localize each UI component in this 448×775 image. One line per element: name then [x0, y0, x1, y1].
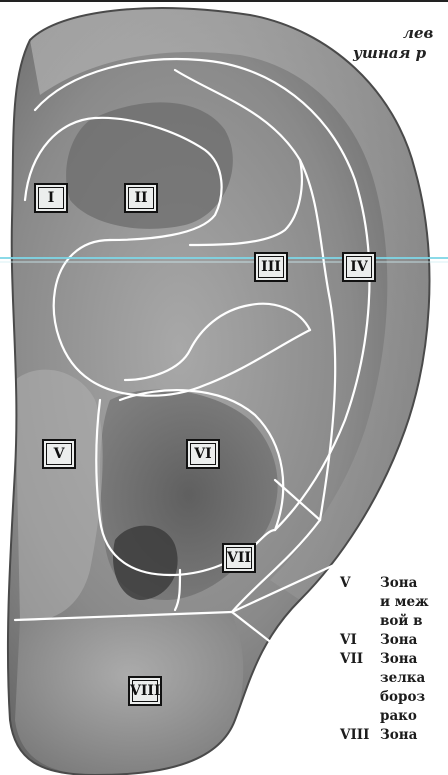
zone-label-viii: VIII: [128, 676, 162, 706]
zone-label-i: I: [34, 183, 68, 213]
zone-label-vi: VI: [186, 439, 220, 469]
legend-item-vi: VI Зона: [340, 631, 429, 650]
zone-label-v: V: [42, 439, 76, 469]
zone-label-vii: VII: [222, 543, 256, 573]
caption-line-2: ушная р: [353, 44, 426, 62]
legend-line: рако: [340, 707, 429, 726]
zone-label-iii: III: [254, 252, 288, 282]
legend-item-v: V Зона: [340, 574, 429, 593]
legend-line: бороз: [340, 688, 429, 707]
legend-line: вой в: [340, 612, 429, 631]
zone-label-ii: II: [124, 183, 158, 213]
legend-line: и меж: [340, 593, 429, 612]
legend: V Зона и меж вой в VI Зона VII Зона зелк…: [340, 574, 429, 745]
legend-item-viii: VIII Зона: [340, 726, 429, 745]
legend-item-vii: VII Зона: [340, 650, 429, 669]
zone-label-iv: IV: [342, 252, 376, 282]
caption-line-1: лев: [403, 24, 433, 42]
legend-line: зелка: [340, 669, 429, 688]
